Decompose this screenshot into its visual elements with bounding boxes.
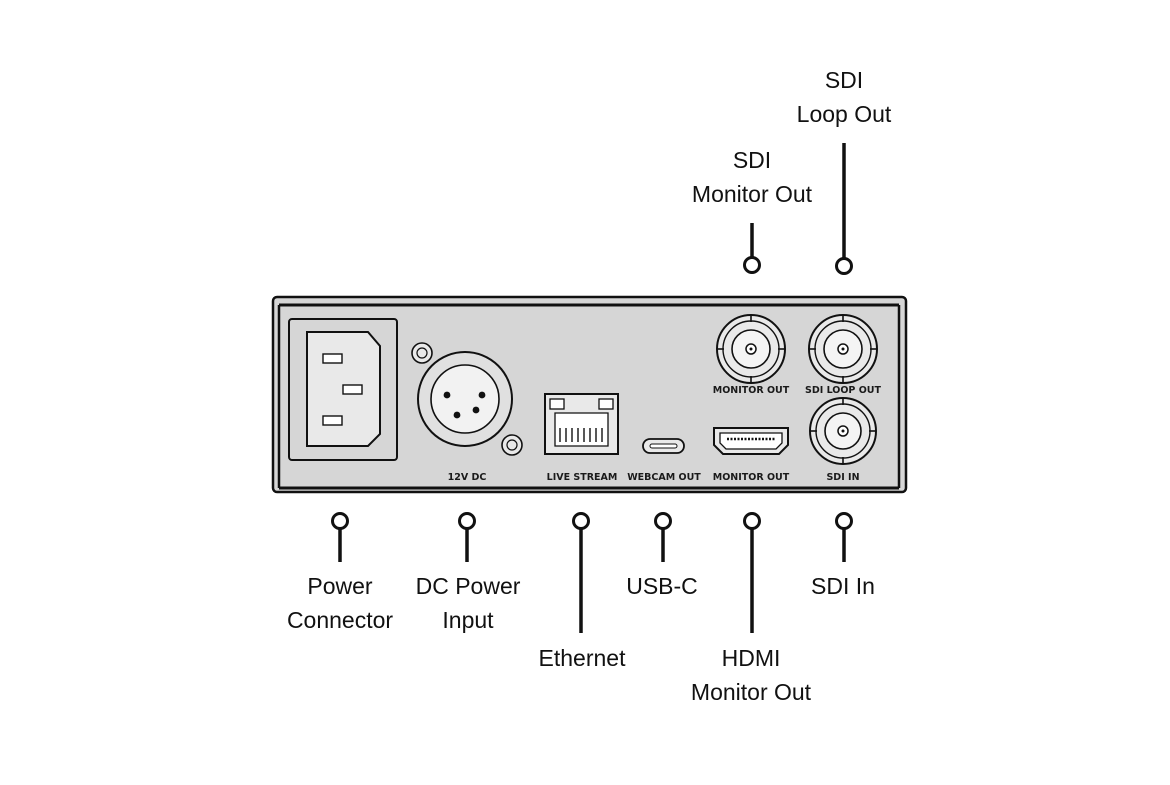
callout-ethernet-line1: Ethernet [538,645,626,671]
panel-label-sdi-loop-out: SDI LOOP OUT [805,385,881,396]
callout-dc-power-input-line2: Input [442,607,494,633]
leader-ethernet [572,512,590,633]
callout-sdi-in-line1: SDI In [811,573,875,599]
leader-lines [331,143,853,633]
callout-ethernet: Ethernet [482,641,682,675]
power-pin-bottom [322,415,343,426]
leader-sdi-in [835,512,853,562]
callout-usb-c-line1: USB-C [626,573,698,599]
panel-label-sdi-monitor-out: MONITOR OUT [713,385,790,396]
callout-usb-c: USB-C [562,569,762,603]
power-connector-port [288,318,398,461]
power-pin-middle [342,384,363,395]
callout-sdi-loop-out-line1: SDI [824,67,864,93]
callout-sdi-loop-out-line2: Loop Out [796,101,892,127]
panel-label-hdmi-monitor-out: MONITOR OUT [713,472,790,483]
leader-dc-power-input [458,512,476,562]
callout-power-connector-line1: Power [307,573,373,599]
callout-dc-power-input-line1: DC Power [415,573,521,599]
callout-sdi-monitor-out-line1: SDI [732,147,772,173]
panel-label-sdi-in: SDI IN [826,472,859,483]
leader-sdi-loop-out [835,143,853,275]
usb-c-port: WEBCAM OUT [627,438,701,483]
callout-hdmi-monitor-out-line2: Monitor Out [690,679,812,705]
callout-sdi-monitor-out-line2: Monitor Out [691,181,813,207]
callout-dc-power-input: DC Power Input [368,569,568,637]
callout-sdi-loop-out: SDI Loop Out [744,63,944,131]
sdi-in-port: SDI IN [809,397,877,483]
dc-power-port: 12V DC [411,342,523,483]
power-pin-top [322,353,343,364]
callout-hdmi-monitor-out-line1: HDMI [721,645,781,671]
sdi-monitor-out-port: MONITOR OUT [713,314,790,396]
panel-label-live-stream: LIVE STREAM [547,472,618,483]
leader-usb-c [654,512,672,562]
ethernet-port: LIVE STREAM [544,393,619,483]
hdmi-port: MONITOR OUT [713,427,790,483]
callout-hdmi-monitor-out: HDMI Monitor Out [651,641,851,709]
leader-hdmi-monitor-out [743,512,761,633]
leader-power-connector [331,512,349,562]
screw-top-left [411,342,433,364]
panel-label-webcam-out: WEBCAM OUT [627,472,701,483]
callout-sdi-monitor-out: SDI Monitor Out [652,143,852,211]
callout-power-connector-line2: Connector [286,607,394,633]
callout-power-connector: Power Connector [240,569,440,637]
sdi-loop-out-port: SDI LOOP OUT [805,314,882,396]
callout-sdi-in: SDI In [743,569,943,603]
panel-label-12v-dc: 12V DC [448,472,487,483]
leader-sdi-monitor-out [743,223,761,274]
screw-bottom-right [501,434,523,456]
